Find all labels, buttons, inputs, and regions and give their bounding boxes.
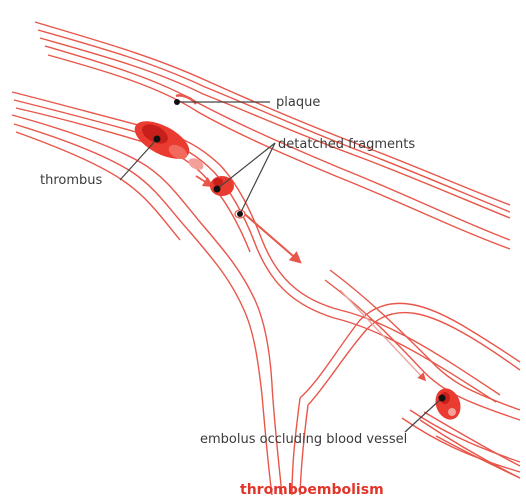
diagram-title: thromboembolism	[240, 482, 384, 498]
thrombus-clot	[129, 114, 205, 173]
upper-branch-vessel	[35, 22, 510, 249]
plaque-label: plaque	[276, 95, 320, 110]
thrombus-label: thrombus	[40, 173, 103, 188]
detached-fragments-label: detatched fragments	[278, 137, 415, 152]
embolus-label: embolus occluding blood vessel	[200, 432, 407, 447]
flow-arrows	[196, 176, 425, 380]
